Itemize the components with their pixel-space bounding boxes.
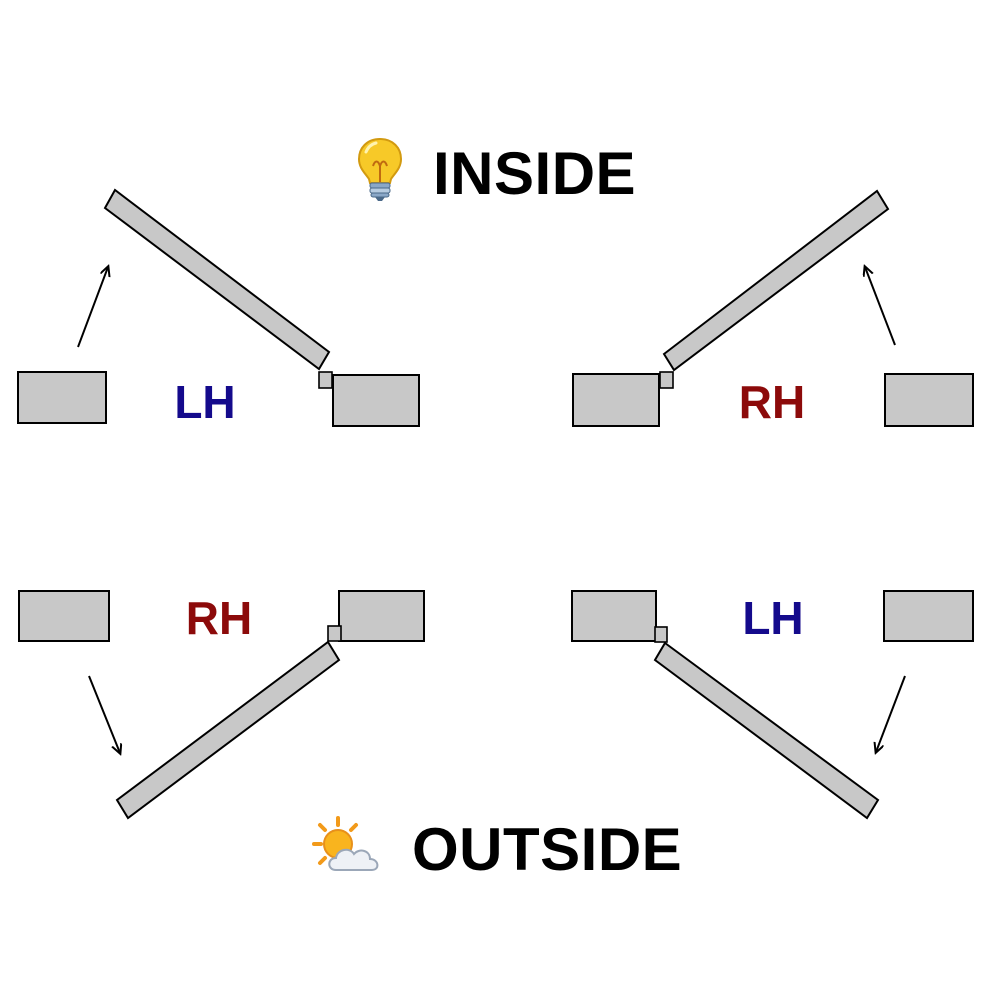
hand-label-lh: LH (742, 592, 803, 644)
door-leaf (115, 640, 341, 820)
wall-left (572, 373, 660, 427)
hinge (318, 371, 333, 389)
swing-arrow (88, 675, 120, 753)
wall-right (883, 590, 974, 642)
hand-label-rh: RH (186, 592, 252, 644)
wall-left (18, 590, 110, 642)
hand-label-rh: RH (739, 376, 805, 428)
outside-label: OUTSIDE (412, 816, 683, 883)
wall-left (17, 371, 107, 424)
hand-label-lh: LH (174, 376, 235, 428)
door-bottom-right: LH (571, 590, 974, 820)
door-leaf (662, 189, 890, 372)
door-top-right: RH (572, 189, 974, 428)
door-top-left: LH (17, 188, 420, 428)
wall-right (338, 590, 425, 642)
hinge (654, 626, 668, 643)
swing-arrow (865, 267, 896, 346)
hinge (327, 625, 342, 642)
wall-right (884, 373, 974, 427)
door-leaf (103, 188, 331, 371)
wall-left (571, 590, 657, 642)
door-leaf (653, 641, 880, 820)
inside-heading: INSIDE (355, 136, 636, 212)
lightbulb-icon (355, 136, 405, 212)
wall-right (332, 374, 420, 427)
door-bottom-left: RH (18, 590, 425, 820)
hinge (659, 371, 674, 389)
sun-behind-cloud-icon (312, 816, 384, 884)
swing-arrow (77, 267, 108, 348)
outside-heading: OUTSIDE (312, 816, 682, 884)
inside-label: INSIDE (433, 140, 637, 207)
swing-arrow (876, 675, 906, 752)
